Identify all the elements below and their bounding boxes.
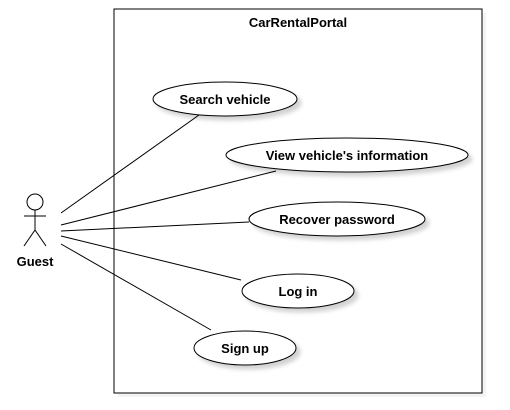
use-case-label: Sign up — [221, 341, 269, 356]
use-case-label: View vehicle's information — [266, 148, 429, 163]
association-view-vehicle-information[interactable] — [60, 170, 277, 226]
use-case-log-in[interactable]: Log in — [241, 273, 355, 309]
association-sign-up[interactable] — [60, 243, 212, 331]
actor-head — [26, 193, 44, 211]
use-case-view-vehicle-information[interactable]: View vehicle's information — [225, 137, 469, 173]
use-case-search-vehicle[interactable]: Search vehicle — [152, 81, 298, 117]
association-search-vehicle[interactable] — [60, 114, 200, 214]
use-case-label: Recover password — [279, 212, 395, 227]
use-case-sign-up[interactable]: Sign up — [193, 330, 297, 366]
actor-left-leg — [23, 229, 36, 247]
association-log-in[interactable] — [60, 235, 242, 281]
actor-label: Guest — [17, 254, 55, 269]
use-case-label: Search vehicle — [179, 92, 270, 107]
use-case-recover-password[interactable]: Recover password — [248, 201, 426, 237]
associations — [60, 114, 277, 331]
system-boundary: CarRentalPortal — [113, 8, 486, 397]
actor-right-leg — [34, 229, 47, 247]
use-case-label: Log in — [279, 284, 318, 299]
system-title: CarRentalPortal — [249, 15, 347, 30]
actor-guest[interactable]: Guest — [17, 193, 55, 269]
association-recover-password[interactable] — [60, 221, 250, 232]
